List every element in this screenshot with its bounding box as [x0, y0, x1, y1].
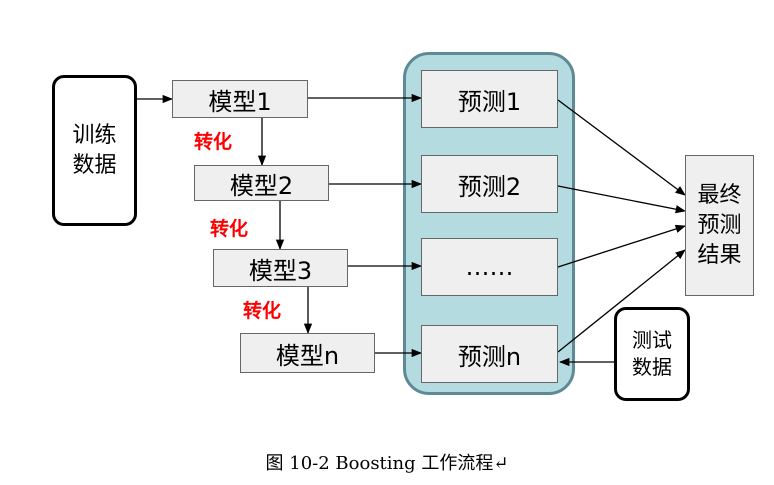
prediction-box-n: 预测n — [421, 325, 558, 383]
model-box-n: 模型n — [240, 333, 375, 373]
prediction-label: …… — [465, 253, 514, 281]
arrow-pred3-to-final — [557, 224, 686, 268]
training-data-label-line2: 数据 — [72, 152, 117, 178]
test-data-line1: 测试 — [632, 328, 672, 352]
model-box-1: 模型1 — [172, 80, 308, 118]
convert-label-3: 转化 — [243, 300, 282, 322]
arrow-pred1-to-final — [557, 99, 686, 196]
model-label: 模型2 — [229, 171, 294, 200]
final-result-box: 最终 预测 结果 — [685, 155, 754, 296]
convert-label-1: 转化 — [194, 131, 233, 153]
model-label: 模型n — [275, 341, 340, 370]
figure-caption: 图 10-2 Boosting 工作流程↵ — [265, 453, 509, 474]
prediction-label: 预测n — [457, 342, 522, 371]
prediction-box-1: 预测1 — [421, 70, 558, 128]
prediction-box-3: …… — [421, 238, 558, 296]
model-box-2: 模型2 — [194, 165, 329, 201]
convert-label-2: 转化 — [210, 218, 249, 240]
training-data-box: 训练 数据 — [52, 75, 137, 226]
final-result-line3: 结果 — [697, 242, 742, 268]
prediction-label: 预测1 — [457, 87, 522, 116]
test-data-line2: 数据 — [632, 355, 672, 379]
final-result-line2: 预测 — [697, 212, 742, 238]
arrow-pred2-to-final — [557, 185, 687, 214]
prediction-label: 预测2 — [457, 172, 522, 201]
model-label: 模型3 — [248, 256, 313, 285]
final-result-line1: 最终 — [697, 182, 742, 208]
prediction-box-2: 预测2 — [421, 155, 558, 213]
test-data-box: 测试 数据 — [614, 307, 690, 401]
arrow-predn-to-final — [557, 249, 686, 353]
training-data-label-line1: 训练 — [72, 122, 117, 148]
model-label: 模型1 — [208, 87, 272, 116]
model-box-3: 模型3 — [213, 249, 348, 287]
